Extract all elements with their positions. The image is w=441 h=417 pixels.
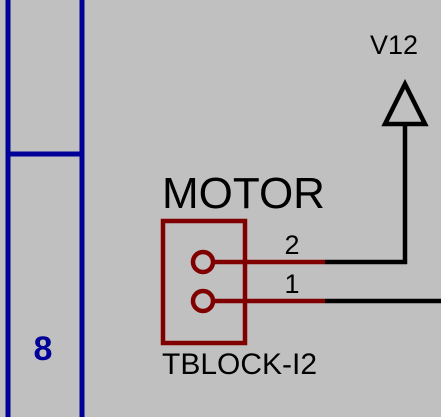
component-value: TBLOCK-I2 <box>162 348 317 381</box>
pin-2-terminal-icon <box>190 249 216 275</box>
pin-1-number: 1 <box>284 269 299 299</box>
component-motor[interactable]: MOTOR 2 1 TBLOCK-I2 <box>160 169 325 381</box>
power-port-label: V12 <box>370 30 418 60</box>
component-reference: MOTOR <box>162 169 325 218</box>
pin-1-terminal-icon <box>190 288 216 314</box>
pin-2-number: 2 <box>284 230 299 260</box>
net-wires <box>325 259 441 304</box>
pin-1[interactable]: 1 <box>190 269 325 314</box>
component-body <box>160 218 248 346</box>
pin-2[interactable]: 2 <box>190 230 325 275</box>
zone-label: 8 <box>34 330 53 368</box>
power-arrow-icon <box>381 78 429 127</box>
power-port-v12[interactable]: V12 <box>370 30 429 264</box>
sheet-border: 8 <box>5 0 85 417</box>
